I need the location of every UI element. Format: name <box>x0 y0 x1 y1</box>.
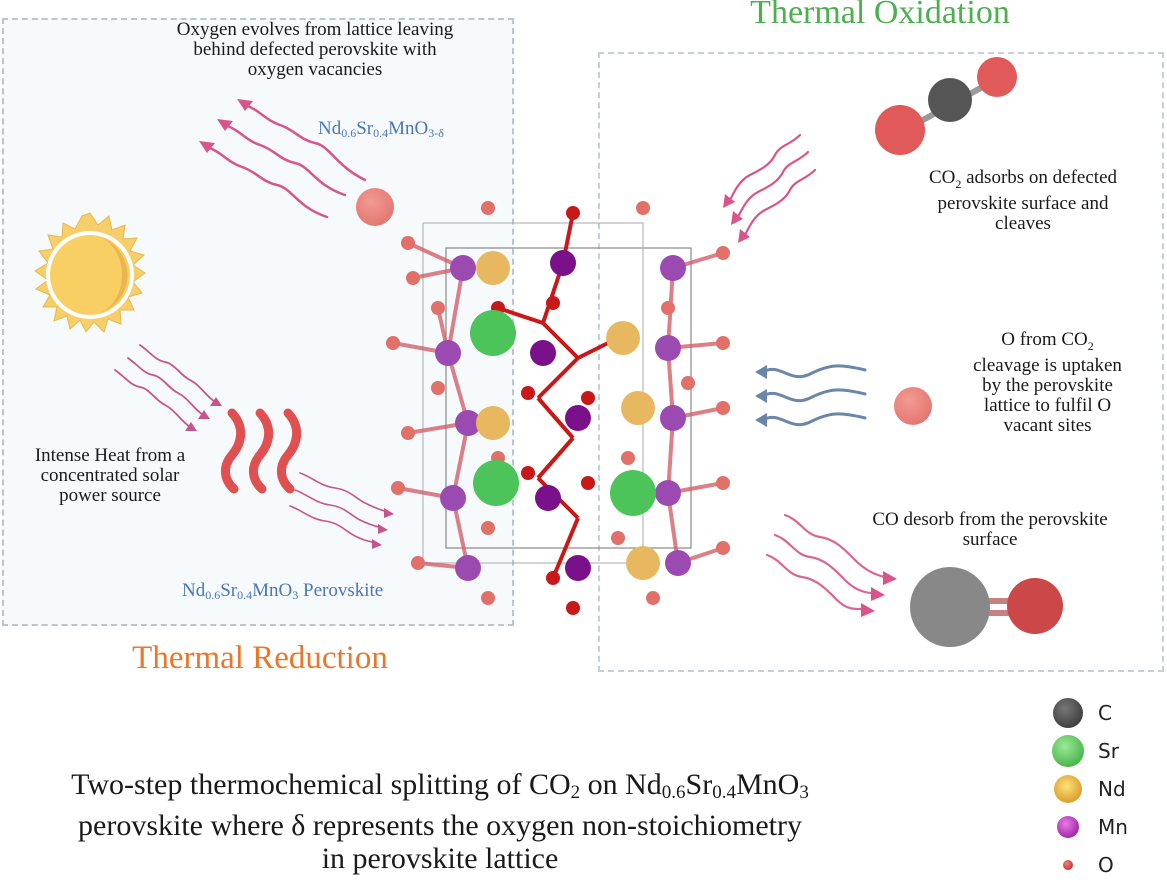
co2-adsorb-note: CO2 adsorbs on defected perovskite surfa… <box>928 167 1118 234</box>
caption-line-3: in perovskite lattice <box>321 842 559 875</box>
legend-item-mn: Mn <box>1050 808 1167 846</box>
co2-molecule-icon <box>875 57 1017 155</box>
sun-icon <box>34 212 146 333</box>
element-legend: C Sr Nd Mn O <box>1050 694 1167 884</box>
carbon-atom-icon <box>1053 698 1083 728</box>
caption-line-2: perovskite where δ represents the oxygen… <box>78 809 802 842</box>
thermal-oxidation-title: Thermal Oxidation <box>750 0 1010 31</box>
co-desorb-note: CO desorb from the perovskite surface <box>872 509 1108 550</box>
oxygen-atom-released <box>356 188 394 226</box>
heat-transfer-arrows-icon <box>289 472 394 549</box>
heat-waves-icon <box>221 408 302 494</box>
solar-radiation-arrows-icon <box>114 344 222 431</box>
heat-source-note: Intense Heat from a concentrated solar p… <box>34 445 186 506</box>
oxygen-atom-icon <box>1063 860 1073 870</box>
co2-adsorb-arrows-icon <box>723 133 817 243</box>
oxygen-release-arrows-icon <box>199 99 367 219</box>
legend-item-c: C <box>1050 694 1167 732</box>
perovskite-formula: Nd0.6Sr0.4MnO3 Perovskite <box>182 580 384 602</box>
co-molecule-icon <box>910 567 1063 647</box>
legend-item-sr: Sr <box>1050 732 1167 770</box>
oxygen-evolves-note: Oxygen evolves from lattice leaving behi… <box>176 19 454 80</box>
neodymium-atom-icon <box>1054 775 1082 803</box>
thermal-reduction-title: Thermal Reduction <box>132 640 388 676</box>
oxygen-uptake-arrows-icon <box>755 364 867 427</box>
oxygen-atom-uptake <box>894 387 932 425</box>
reduced-perovskite-formula: Nd0.6Sr0.4MnO3-δ <box>318 118 444 140</box>
legend-item-nd: Nd <box>1050 770 1167 808</box>
perovskite-crystal-structure <box>386 201 730 615</box>
caption-line-1: Two-step thermochemical splitting of CO2… <box>71 768 809 803</box>
oxygen-uptake-note: O from CO2 cleavage is uptaken by the pe… <box>973 329 1122 436</box>
figure-caption: Two-step thermochemical splitting of CO2… <box>0 768 880 875</box>
legend-item-o: O <box>1050 846 1167 884</box>
co-desorb-arrows-icon <box>765 513 897 617</box>
manganese-atom-icon <box>1057 816 1079 838</box>
thermal-oxidation-panel <box>598 52 1164 672</box>
strontium-atom-icon <box>1052 735 1084 767</box>
